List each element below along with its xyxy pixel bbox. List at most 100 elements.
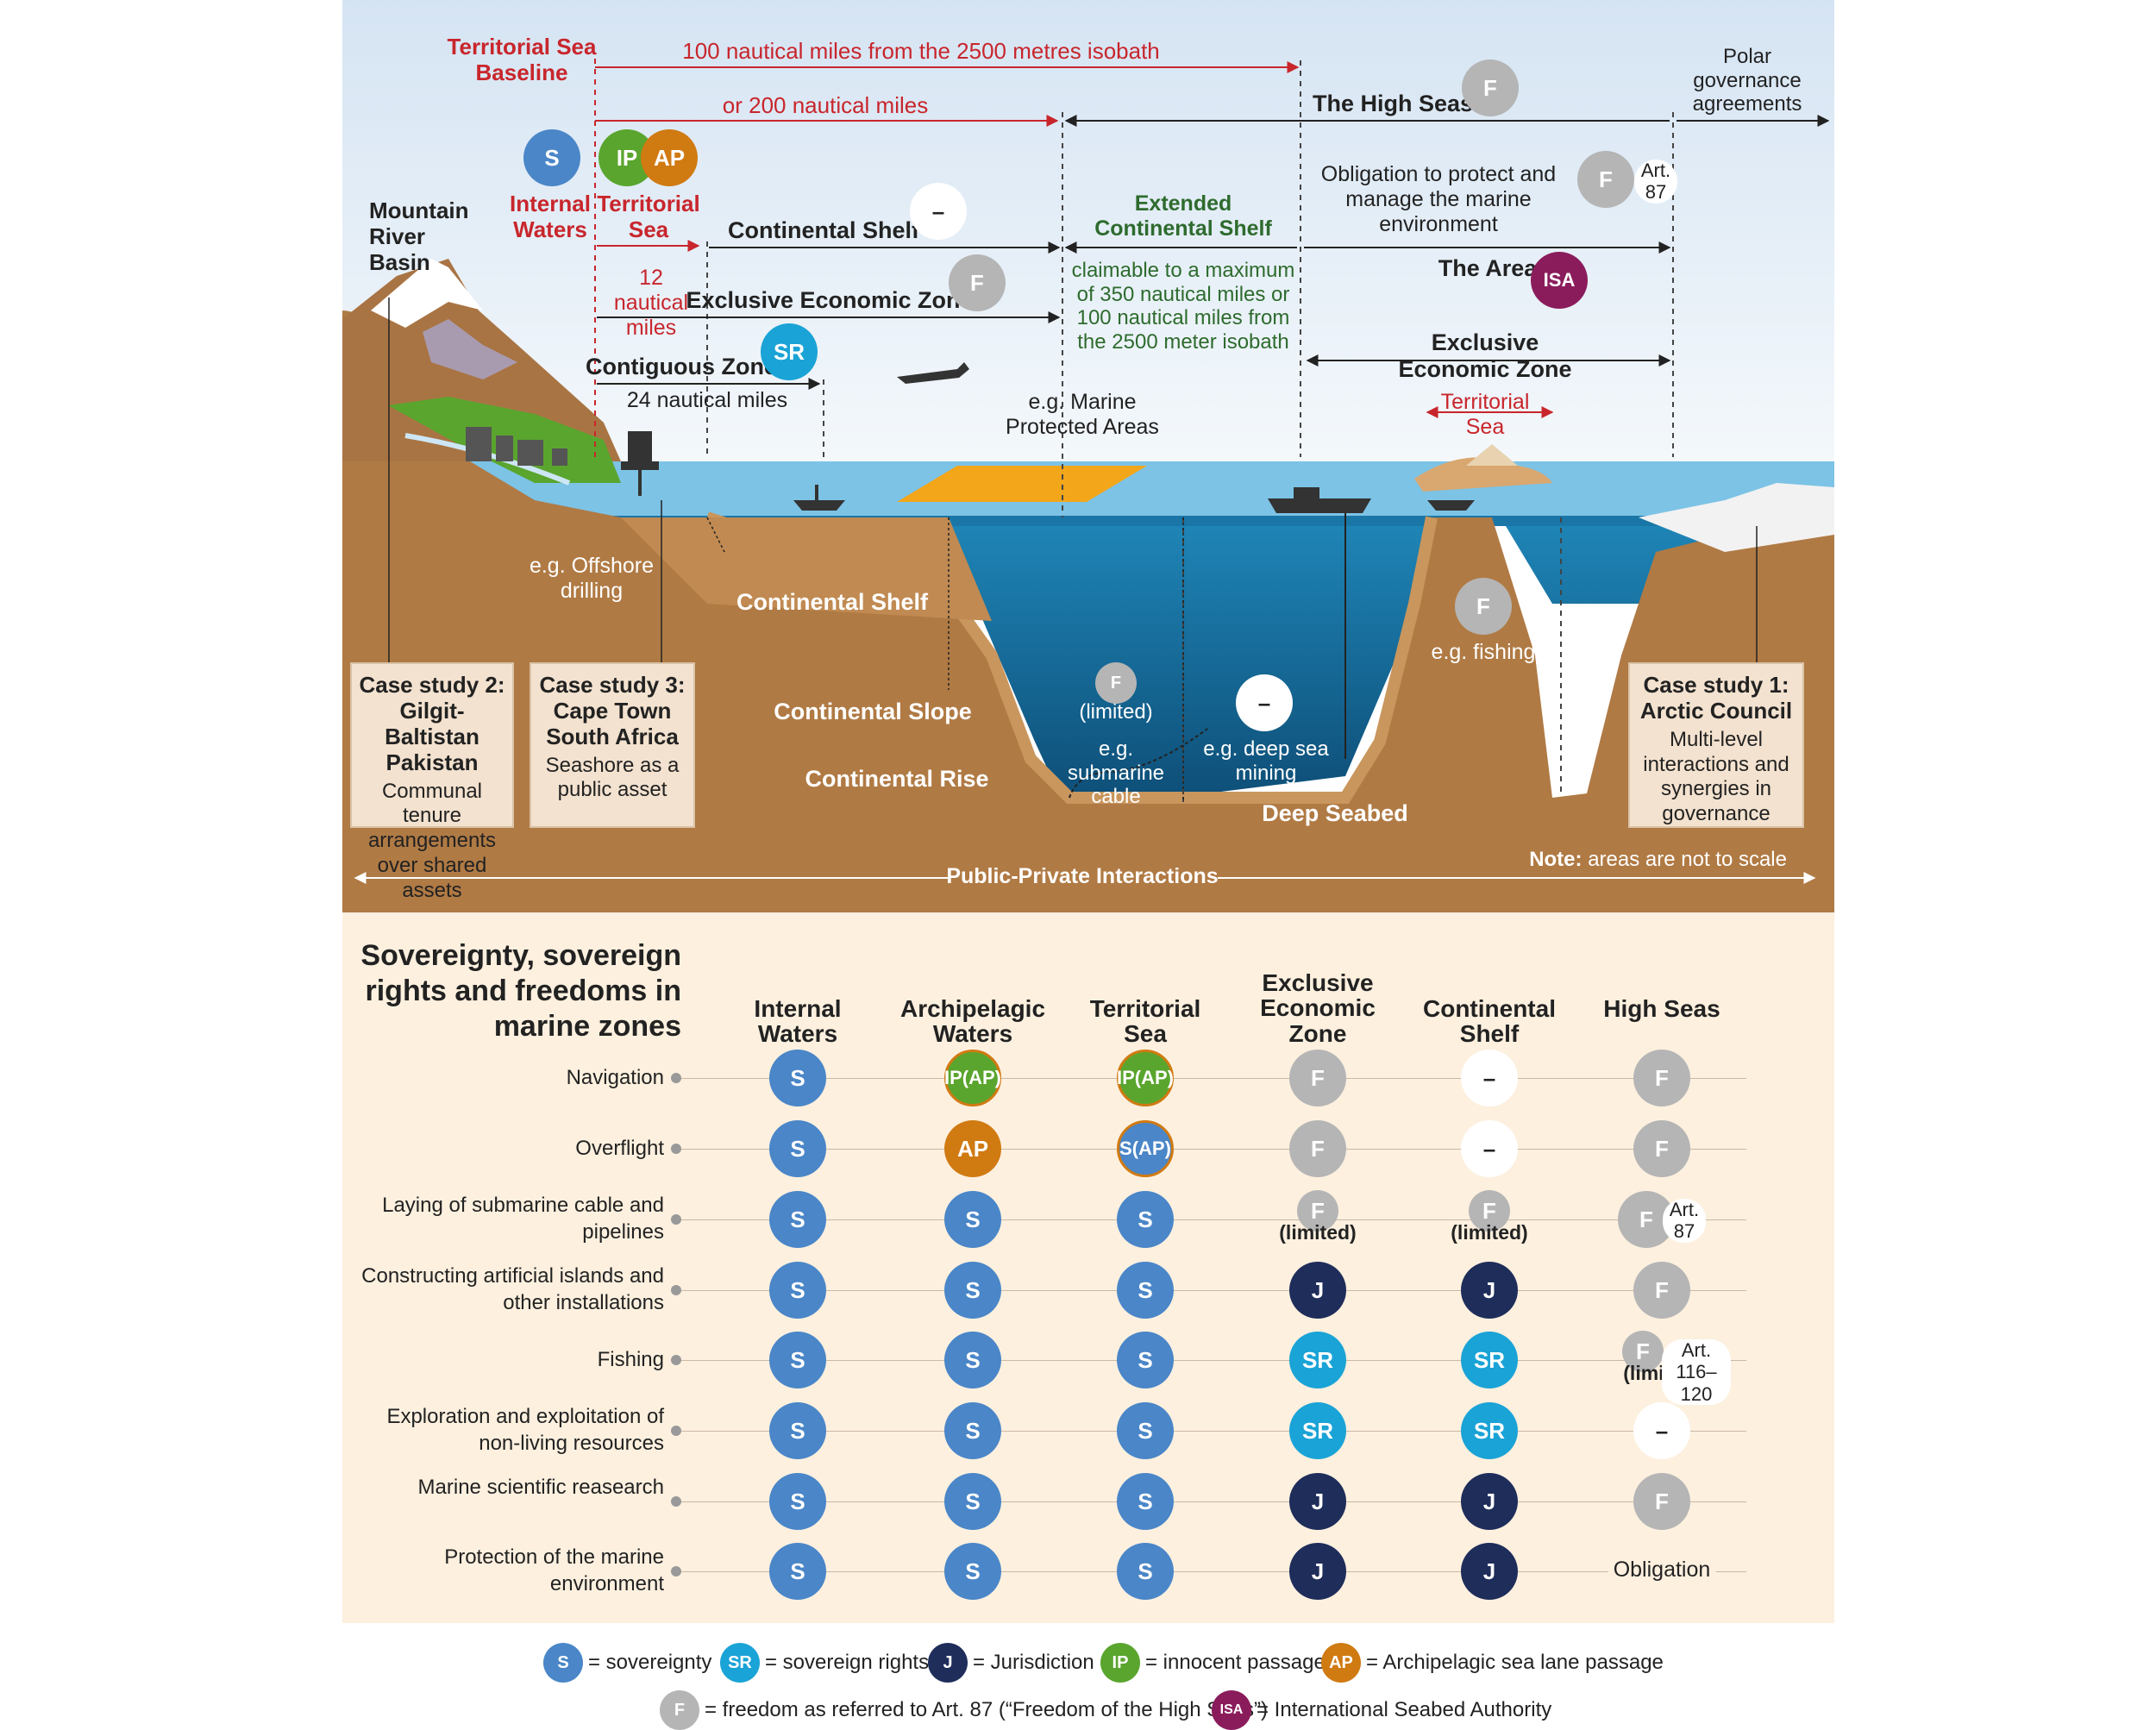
legend-badge-isa: ISA <box>1212 1690 1251 1730</box>
fishing-boat-right <box>1427 500 1475 511</box>
territorial-sea-label: Territorial Sea <box>597 191 700 242</box>
cell-badge-s: S <box>1117 1402 1174 1459</box>
extended-continental-shelf-label: Extended Continental Shelf <box>1094 191 1272 241</box>
table-title: Sovereignty, sovereign rights and freedo… <box>360 939 681 1043</box>
case-study-3-title: Case study 3: Cape Town South Africa <box>539 672 686 749</box>
legend-item-sr: SR= sovereign rights <box>720 1643 929 1683</box>
row-label: Exploration and exploitation of non-livi… <box>386 1405 664 1456</box>
cell-badge-sr: SR <box>1289 1332 1346 1388</box>
column-header: High Seas <box>1603 995 1720 1022</box>
badge-isa: ISA <box>1531 252 1588 309</box>
cell-badge-j: J <box>1289 1473 1346 1530</box>
claimable-label: claimable to a maximum of 350 nautical m… <box>1071 259 1295 354</box>
row-dot <box>671 1285 681 1295</box>
continental-slope-label: Continental Slope <box>774 699 972 724</box>
deep-sea-mining-label: e.g. deep sea mining <box>1203 737 1329 785</box>
row-dot <box>671 1496 681 1507</box>
badge-s-internal: S <box>523 129 580 186</box>
legend-text: = Archipelagic sea lane passage <box>1366 1651 1664 1674</box>
row-line <box>677 1290 1746 1291</box>
badge-f-eez: F <box>949 254 1006 311</box>
internal-waters-label: Internal Waters <box>510 191 591 242</box>
row-dot <box>671 1144 681 1154</box>
territorial-sea-right-label: Territorial Sea <box>1440 390 1530 439</box>
eez-label: Exclusive Economic Zone <box>686 287 974 313</box>
cell-badge-f: F <box>1633 1050 1690 1106</box>
badge-dash-mining: – <box>1236 674 1293 731</box>
continental-shelf-floor-label: Continental Shelf <box>736 589 928 615</box>
100-nautical-miles-label: 100 nautical miles from the 2500 metres … <box>682 38 1160 64</box>
case-study-2-desc: Communal tenure arrangements over shared… <box>367 779 497 902</box>
cell-badge-sr: SR <box>1289 1402 1346 1459</box>
column-header: Exclusive Economic Zone <box>1260 969 1376 1047</box>
row-label: Laying of submarine cable and pipelines <box>382 1194 664 1244</box>
mountain-peak <box>371 259 483 328</box>
mountain-river-basin-label: Mountain River Basin <box>369 197 469 275</box>
row-line <box>677 1501 1746 1502</box>
legend-text: = International Seabed Authority <box>1257 1698 1552 1721</box>
row-dot <box>671 1355 681 1365</box>
territorial-sea-baseline-label: Territorial Sea Baseline <box>447 34 597 85</box>
badge-dash-shelf: – <box>910 183 967 240</box>
legend-badge-s: S <box>543 1643 583 1683</box>
submarine-cable <box>1069 728 1208 799</box>
case-study-3-box: Case study 3: Cape Town South Africa Sea… <box>530 662 695 828</box>
case-study-1-desc: Multi-level interactions and synergies i… <box>1643 727 1789 826</box>
arctic-ice <box>1639 483 1834 552</box>
cell-badge-s: S <box>1117 1332 1174 1388</box>
oil-rig <box>621 431 659 496</box>
row-line <box>677 1360 1746 1361</box>
cell-badge-s: S <box>1117 1262 1174 1319</box>
cell-badge-ipap: IP(AP) <box>1117 1050 1174 1106</box>
badge-f-high-seas: F <box>1462 60 1519 116</box>
cell-badge-dash: – <box>1633 1402 1690 1459</box>
obligation-label: Obligation to protect and manage the mar… <box>1320 162 1557 236</box>
cell-badge-sr: SR <box>1461 1402 1518 1459</box>
legend-item-ip: IP= innocent passage <box>1100 1643 1326 1683</box>
column-header: Internal Waters <box>754 995 842 1048</box>
badge-ap-territorial: AP <box>641 129 698 186</box>
continental-rise-label: Continental Rise <box>805 766 989 792</box>
24-nautical-miles-label: 24 nautical miles <box>626 388 788 412</box>
cell-badge-s: S <box>1117 1191 1174 1248</box>
column-header: Archipelagic Waters <box>899 995 1046 1048</box>
deep-seabed-label: Deep Seabed <box>1262 800 1408 826</box>
cell-badge-s: S <box>769 1402 826 1459</box>
cell-badge-s: S <box>769 1050 826 1106</box>
eez-right-label: Exclusive Economic Zone <box>1398 329 1572 383</box>
row-dot <box>671 1073 681 1083</box>
row-dot <box>671 1214 681 1225</box>
legend-item-j: J= Jurisdiction <box>928 1643 1094 1683</box>
row-label: Marine scientific reasearch <box>417 1476 664 1499</box>
row-dot <box>671 1426 681 1436</box>
art87-text: Art. 87 <box>1663 1199 1706 1243</box>
cell-badge-s: S <box>944 1473 1001 1530</box>
case-study-3-desc: Seashore as a public asset <box>545 753 680 802</box>
cell-badge-s: S <box>944 1262 1001 1319</box>
column-header: Continental Shelf <box>1423 995 1556 1048</box>
the-area-label: The Area <box>1438 255 1538 281</box>
ocean-water <box>604 517 1834 798</box>
cell-badge-s: S <box>944 1402 1001 1459</box>
airplane <box>897 362 969 384</box>
cell-badge-ipap: IP(AP) <box>944 1050 1001 1106</box>
badge-f-cable: F <box>1095 662 1137 704</box>
legend-badge-f: F <box>660 1690 699 1730</box>
legend-badge-j: J <box>928 1643 968 1683</box>
200-nautical-miles-label: or 200 nautical miles <box>722 92 929 118</box>
cargo-ship <box>1268 487 1371 513</box>
cell-badge-sap: S(AP) <box>1117 1120 1174 1177</box>
submarine-cable-label: e.g. submarine cable <box>1067 737 1165 809</box>
cell-badge-s: S <box>1117 1473 1174 1530</box>
cell-badge-f: F <box>1289 1120 1346 1177</box>
cell-badge-s: S <box>769 1262 826 1319</box>
island <box>1414 457 1552 492</box>
row-label: Navigation <box>566 1066 664 1089</box>
table-panel <box>342 912 1834 1623</box>
row-line <box>677 1219 1746 1220</box>
limited-text: (limited) <box>1451 1221 1528 1244</box>
legend-item-s: S= sovereignty <box>543 1643 711 1683</box>
cell-badge-f: F <box>1469 1190 1510 1232</box>
legend-badge-ap: AP <box>1321 1643 1361 1683</box>
